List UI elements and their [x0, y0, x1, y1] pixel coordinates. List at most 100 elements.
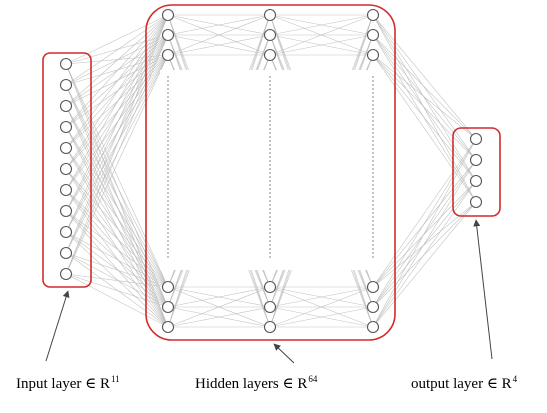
connection-edge [65, 54, 169, 107]
hidden-node [263, 320, 277, 334]
connection-edge [167, 286, 271, 308]
connection-edge [372, 34, 477, 161]
hidden-node [263, 8, 277, 22]
connection-edge [65, 14, 169, 212]
hidden-node [161, 320, 175, 334]
connection-edge [65, 273, 169, 328]
connection-edge [65, 34, 169, 128]
connection-edge [167, 14, 271, 56]
connection-edge [65, 14, 169, 233]
connection-edge [269, 286, 374, 328]
input-layer-caption: Input layer ∈ R11 [16, 374, 120, 392]
connection-edge [167, 306, 271, 328]
connection-edge [65, 147, 169, 288]
hidden-node [366, 8, 380, 22]
connection-edge [372, 159, 477, 328]
connection-edge [65, 54, 169, 149]
output-caption-arrow [473, 219, 493, 360]
input-caption-arrow [45, 290, 70, 362]
connection-edge [372, 34, 477, 140]
connection-edge [269, 286, 374, 308]
input-node [59, 246, 73, 260]
connection-edge [65, 231, 169, 328]
connection-edge [65, 210, 169, 308]
connection-edge [372, 14, 477, 161]
connection-edge [65, 273, 169, 308]
connection-edge [372, 138, 477, 288]
connection-edge [65, 34, 169, 86]
hidden-node [161, 28, 175, 42]
connection-edge [65, 231, 169, 288]
input-node [59, 120, 73, 134]
connection-edge [65, 189, 169, 328]
connection-edge [372, 54, 477, 182]
connection-edge [269, 14, 374, 56]
connection-edge [65, 34, 169, 107]
layer-boxes [42, 4, 501, 341]
hidden-caption-arrow [273, 343, 295, 364]
input-node [59, 57, 73, 71]
hidden-node [263, 300, 277, 314]
connection-edge [167, 286, 271, 328]
input-node [59, 267, 73, 281]
neuron-nodes [59, 8, 483, 334]
connection-edge [65, 14, 169, 254]
connection-edge [65, 105, 169, 288]
connection-edge [65, 273, 169, 288]
connection-edge [372, 201, 477, 288]
connection-edge [65, 14, 169, 170]
connection-edge [372, 138, 477, 308]
output-node [469, 195, 483, 209]
input-node [59, 78, 73, 92]
output-node [469, 132, 483, 146]
connection-edge [65, 63, 169, 288]
connection-edge [372, 34, 477, 182]
connection-edge [65, 168, 169, 328]
connection-edge [372, 54, 477, 161]
input-node [59, 225, 73, 239]
connection-edge [65, 14, 169, 107]
connection-edge [65, 34, 169, 275]
hidden-node [263, 280, 277, 294]
hidden-node [366, 48, 380, 62]
hidden-node [366, 320, 380, 334]
input-layer-box [42, 52, 92, 288]
connection-edge [65, 14, 169, 86]
connection-edge [65, 14, 169, 191]
hidden-node [366, 28, 380, 42]
connection-edge [372, 138, 477, 328]
connection-edge [65, 14, 169, 128]
hidden-layers-box [145, 4, 396, 341]
connection-edge [372, 180, 477, 328]
connection-edge [65, 54, 169, 128]
connection-edge [372, 54, 477, 203]
input-node [59, 99, 73, 113]
connection-edge [65, 147, 169, 308]
connection-edge [269, 34, 374, 56]
connection-edge [269, 306, 374, 328]
input-node [59, 204, 73, 218]
connection-edge [65, 54, 169, 65]
connection-edge [65, 34, 169, 65]
hidden-node [161, 48, 175, 62]
connection-edge [372, 201, 477, 328]
connection-edge [65, 210, 169, 288]
connection-edge [372, 34, 477, 203]
input-node [59, 162, 73, 176]
hidden-node [263, 48, 277, 62]
input-node [59, 141, 73, 155]
hidden-layers-caption: Hidden layers ∈ R64 [195, 374, 318, 392]
connection-edge [65, 252, 169, 288]
input-node [59, 183, 73, 197]
ellipsis-dashed-lines [167, 76, 374, 260]
connection-edge [65, 126, 169, 288]
output-layer-box [452, 127, 501, 217]
connection-edge [167, 14, 271, 36]
connection-edge [65, 252, 169, 308]
connection-edge [65, 231, 169, 308]
connection-edge [65, 189, 169, 308]
hidden-node [161, 300, 175, 314]
connection-edge [65, 84, 169, 288]
output-node [469, 174, 483, 188]
